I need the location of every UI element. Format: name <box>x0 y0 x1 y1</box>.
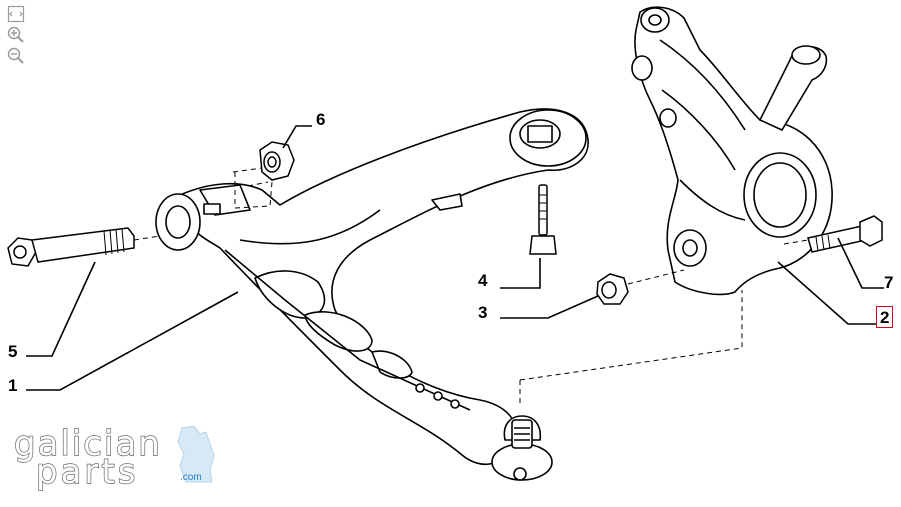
logo-suffix: .com <box>180 472 202 483</box>
leader-5 <box>26 261 96 357</box>
leader-lines <box>26 125 884 391</box>
map-shape-icon <box>177 426 215 483</box>
logo-text-line1: galician <box>13 423 162 464</box>
zoom-out-icon[interactable] <box>6 46 26 66</box>
viewer-toolbar <box>6 4 28 67</box>
leader-6 <box>282 125 312 149</box>
callout-2-highlighted[interactable]: 2 <box>876 306 894 328</box>
galicianparts-logo: galician parts .com <box>10 423 220 494</box>
bolt-7[interactable] <box>807 215 883 253</box>
steering-knuckle[interactable] <box>631 6 833 296</box>
nut-3[interactable] <box>596 273 629 305</box>
leader-4 <box>500 258 541 289</box>
leader-1 <box>26 291 239 391</box>
leader-2 <box>777 261 876 325</box>
callout-6[interactable]: 6 <box>316 110 326 129</box>
callout-7[interactable]: 7 <box>884 273 894 292</box>
callout-4[interactable]: 4 <box>478 271 488 290</box>
callout-3[interactable]: 3 <box>478 303 488 322</box>
callout-5[interactable]: 5 <box>8 342 18 361</box>
zoom-in-icon[interactable] <box>6 25 26 45</box>
assembly-lines <box>133 167 809 405</box>
leader-7 <box>837 237 884 289</box>
leader-3 <box>500 295 599 319</box>
stud-4[interactable] <box>529 184 557 255</box>
fit-screen-icon[interactable] <box>6 4 26 24</box>
callout-1[interactable]: 1 <box>8 376 18 395</box>
nut-6[interactable] <box>259 141 295 181</box>
bolt-5[interactable] <box>7 227 135 267</box>
control-arm[interactable] <box>155 108 589 481</box>
logo-text-line2: parts <box>35 451 139 492</box>
